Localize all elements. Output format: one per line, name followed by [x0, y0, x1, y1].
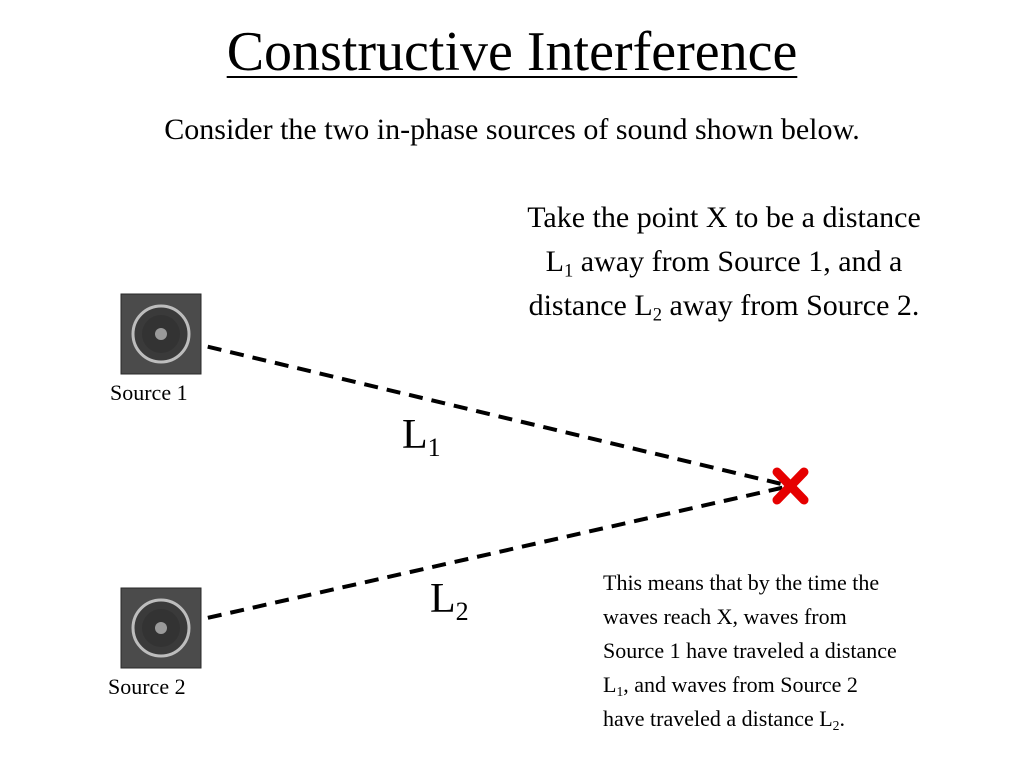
- speaker-icon: [120, 587, 202, 669]
- explanation-note: This means that by the time the waves re…: [603, 566, 1013, 736]
- description-line-3: distance L2 away from Source 2.: [528, 289, 920, 326]
- note-line-2: waves reach X, waves from: [603, 604, 847, 629]
- slide-title: Constructive Interference: [0, 21, 1024, 84]
- distance-label-l1: L1: [402, 412, 441, 462]
- source-2-label: Source 2: [108, 674, 186, 699]
- speaker-icon: [120, 293, 202, 375]
- description-line-2: L1 away from Source 1, and a: [545, 245, 903, 282]
- note-line-4: L1, and waves from Source 2: [603, 672, 858, 700]
- source-1-label: Source 1: [110, 380, 188, 405]
- distance-label-l2: L2: [430, 576, 469, 626]
- path-line-source-2: [162, 484, 791, 630]
- x-mark-icon: [772, 467, 809, 505]
- slide-title-text: Constructive Interference: [226, 21, 798, 83]
- note-line-1: This means that by the time the: [603, 570, 880, 595]
- path-line-source-1: [162, 334, 791, 488]
- description-line-1: Take the point X to be a distance: [527, 201, 921, 234]
- note-line-5: have traveled a distance L2.: [603, 706, 845, 734]
- description-text: Take the point X to be a distance L1 awa…: [464, 196, 984, 328]
- slide-subtitle: Consider the two in-phase sources of sou…: [164, 113, 860, 146]
- note-line-3: Source 1 have traveled a distance: [603, 638, 897, 663]
